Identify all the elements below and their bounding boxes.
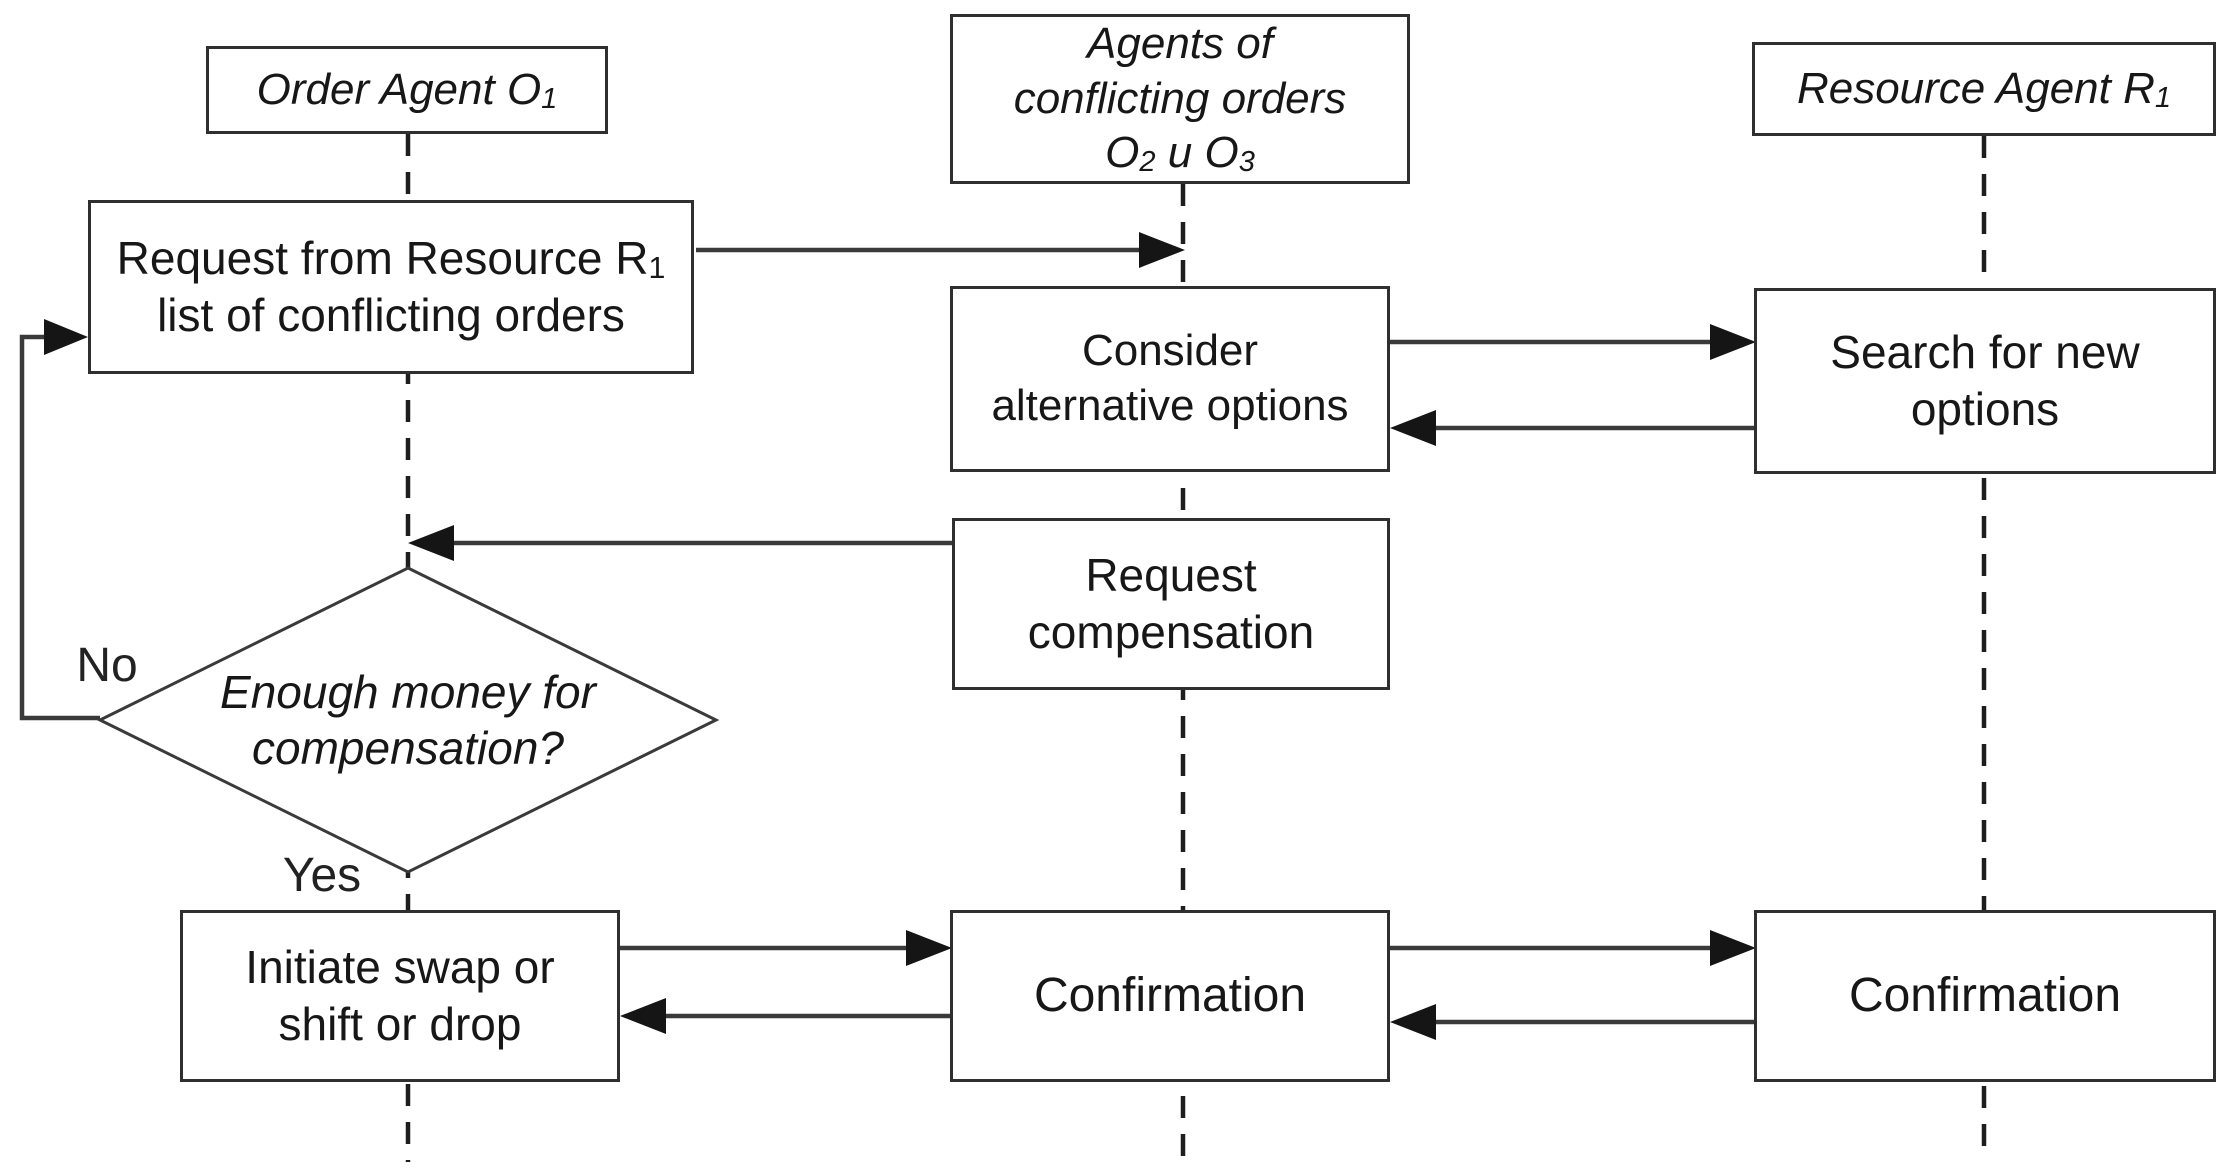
lane-title-line1: Agents of <box>1087 19 1273 69</box>
decision-diamond-text: Enough money for compensation? <box>128 660 688 780</box>
arrow-compensation-to-order <box>408 525 952 561</box>
node-text: compensation <box>1027 606 1315 658</box>
node-consider-alternative-options: Consider alternative options <box>950 286 1390 472</box>
lane-title-text: Resource Agent R <box>1796 63 2155 113</box>
lane-title-subscript: 1 <box>541 82 558 115</box>
decision-diamond-shape <box>96 566 720 874</box>
arrow-confirmation-to-initiate <box>620 998 950 1034</box>
decision-text-line2: compensation? <box>252 722 564 774</box>
node-text: alternative options <box>991 381 1349 430</box>
node-text: Confirmation <box>1033 969 1307 1023</box>
lane-header-order-agent: Order Agent O1 <box>206 46 608 134</box>
lane-header-resource-agent: Resource Agent R1 <box>1752 42 2216 136</box>
node-request-conflicting-orders: Request from Resource R1 list of conflic… <box>88 200 694 374</box>
lane-title-text: u O <box>1155 128 1239 178</box>
node-text: Confirmation <box>1848 969 2122 1023</box>
lane-title-text: Order Agent O <box>256 64 542 114</box>
node-text-subscript: 1 <box>648 252 666 286</box>
lane-title-line3: O2 u O3 <box>1105 126 1255 181</box>
arrow-request-to-agents <box>696 232 1185 268</box>
arrow-consider-to-search <box>1390 324 1756 360</box>
node-search-new-options: Search for new options <box>1754 288 2216 474</box>
node-confirmation-right: Confirmation <box>1754 910 2216 1082</box>
lane-title-text: O <box>1105 128 1140 178</box>
node-text: Request <box>1085 548 1257 601</box>
node-text: Consider <box>1081 326 1259 376</box>
arrow-initiate-to-confirmation <box>620 930 952 966</box>
branch-label-no: No <box>76 639 138 692</box>
lane-title-subscript: 2 <box>1139 146 1156 179</box>
node-text: Search for new <box>1830 325 2140 378</box>
arrow-resource-to-confirmation <box>1390 1004 1754 1040</box>
decision-text-line1: Enough money for <box>220 665 596 718</box>
node-text: options <box>1910 383 2060 435</box>
branch-label-yes: Yes <box>282 849 362 902</box>
arrow-confirmation-to-resource <box>1390 930 1756 966</box>
lane-title-subscript: 1 <box>2154 81 2172 114</box>
node-request-compensation: Request compensation <box>952 518 1390 690</box>
lane-title-line2: conflicting orders <box>1013 73 1347 123</box>
lane-header-conflicting-agents: Agents of conflicting orders O2 u O3 <box>950 14 1410 184</box>
node-text: shift or drop <box>278 998 522 1050</box>
node-text: list of conflicting orders <box>157 289 625 341</box>
node-text: Initiate swap or <box>245 940 555 993</box>
node-confirmation-center: Confirmation <box>950 910 1390 1082</box>
arrow-search-to-consider <box>1390 410 1754 446</box>
lane-title-subscript: 3 <box>1238 146 1255 179</box>
node-text: Request from Resource R <box>116 231 649 284</box>
node-initiate-swap-shift-drop: Initiate swap or shift or drop <box>180 910 620 1082</box>
arrow-no-feedback-loop <box>19 319 100 721</box>
